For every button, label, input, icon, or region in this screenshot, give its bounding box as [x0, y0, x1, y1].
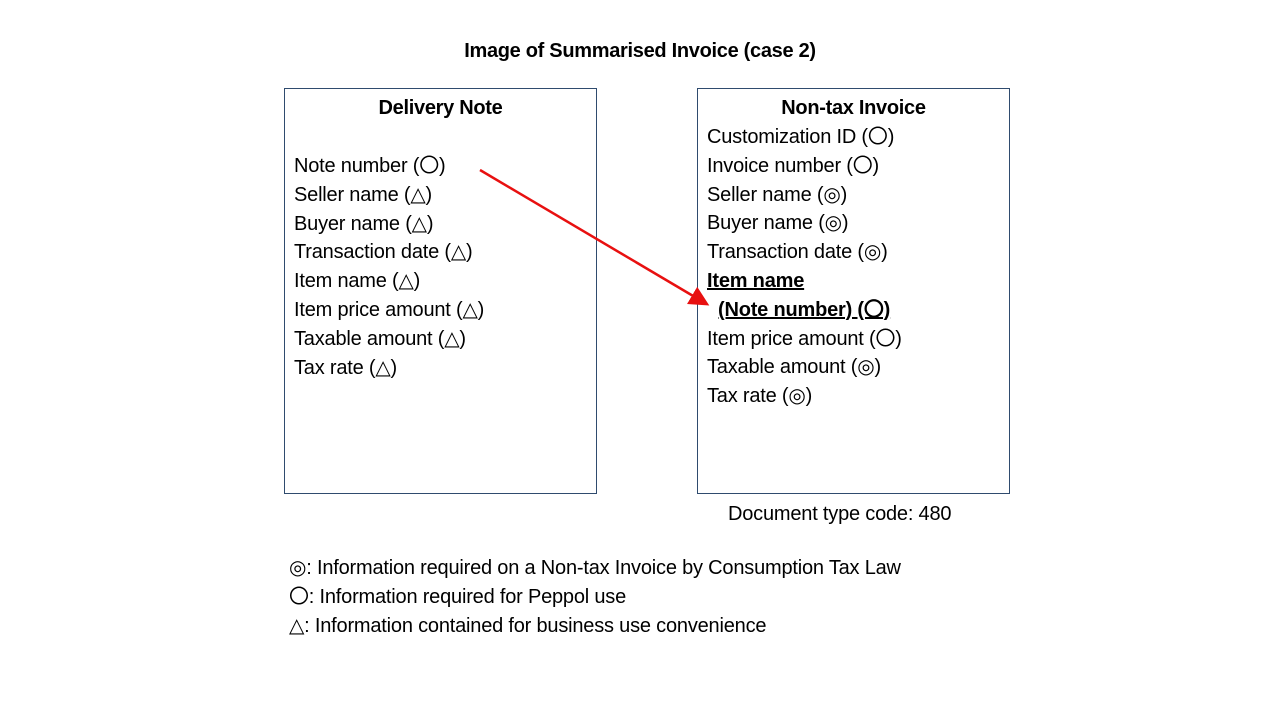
field-item-name-note-number: (Note number) (〇) — [718, 298, 891, 321]
field-buyer-name: Buyer name (△) — [294, 212, 434, 235]
field-note-number: Note number (〇) — [294, 155, 446, 177]
field-seller-name: Seller name (◎) — [707, 183, 848, 206]
legend-double-circle: ◎: Information required on a Non-tax Inv… — [289, 557, 901, 579]
field-item-price-amount: Item price amount (〇) — [707, 327, 902, 350]
field-item-name: Item name — [707, 269, 805, 292]
field-transaction-date: Transaction date (△) — [294, 241, 473, 264]
diagram-title: Image of Summarised Invoice (case 2) — [464, 40, 816, 62]
field-invoice-number: Invoice number (〇) — [707, 154, 880, 177]
field-item-price-amount: Item price amount (△) — [294, 298, 485, 321]
legend: ◎: Information required on a Non-tax Inv… — [289, 554, 901, 641]
non-tax-invoice-title: Non-tax Invoice — [781, 97, 926, 119]
field-tax-rate: Tax rate (△) — [294, 356, 398, 379]
field-customization-id: Customization ID (〇) — [707, 126, 895, 148]
legend-circle: 〇: Information required for Peppol use — [289, 586, 627, 608]
field-item-name: Item name (△) — [294, 270, 421, 293]
non-tax-invoice-fields: Customization ID (〇) Invoice number (〇) … — [707, 123, 902, 411]
delivery-note-fields: Note number (〇) Seller name (△) Buyer na… — [294, 152, 484, 382]
field-buyer-name: Buyer name (◎) — [707, 212, 849, 235]
delivery-note-title: Delivery Note — [378, 97, 503, 119]
field-tax-rate: Tax rate (◎) — [707, 385, 813, 408]
field-taxable-amount: Taxable amount (◎) — [707, 356, 881, 379]
non-tax-invoice-box: Non-tax Invoice Customization ID (〇) Inv… — [697, 88, 1010, 494]
field-transaction-date: Transaction date (◎) — [707, 241, 888, 264]
document-type-code: Document type code: 480 — [728, 503, 952, 525]
field-taxable-amount: Taxable amount (△) — [294, 327, 466, 350]
legend-triangle: △: Information contained for business us… — [289, 615, 767, 637]
field-seller-name: Seller name (△) — [294, 183, 432, 206]
delivery-note-box: Delivery Note Note number (〇) Seller nam… — [284, 88, 597, 494]
